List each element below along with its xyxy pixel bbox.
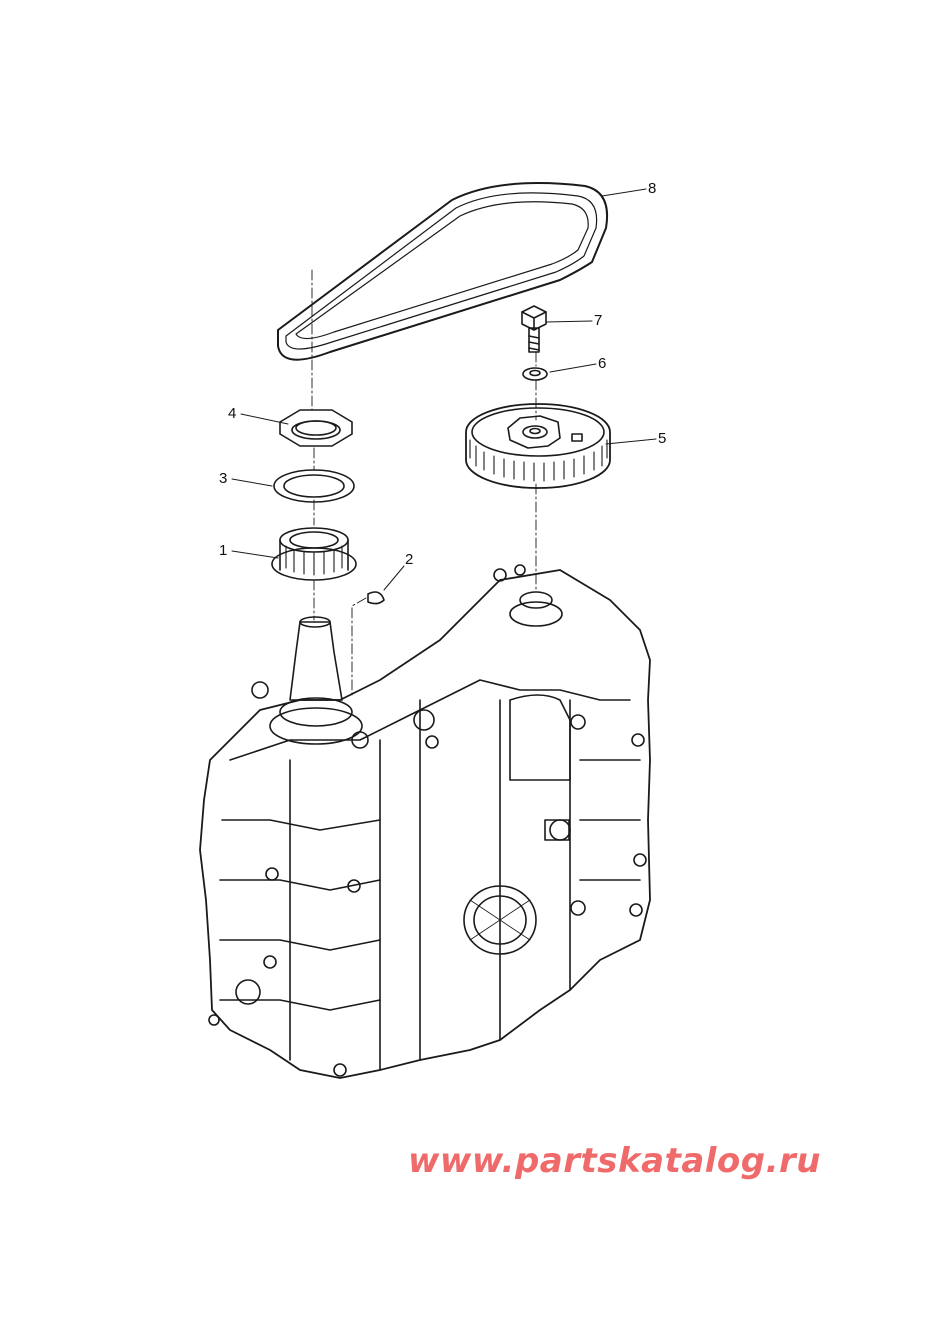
callout-5[interactable]: 5 bbox=[658, 430, 667, 447]
center-lines bbox=[311, 269, 537, 697]
crank-pulley bbox=[271, 527, 357, 581]
bolt bbox=[521, 305, 547, 353]
callout-4[interactable]: 4 bbox=[228, 405, 237, 422]
callout-1[interactable]: 1 bbox=[219, 542, 228, 559]
callout-6[interactable]: 6 bbox=[598, 355, 607, 372]
callout-3[interactable]: 3 bbox=[219, 470, 228, 487]
engine-block bbox=[199, 564, 651, 1079]
cam-pulley bbox=[465, 403, 611, 489]
watermark-text: www.partskatalog.ru bbox=[408, 1141, 822, 1181]
leader-lines bbox=[231, 188, 657, 591]
spacer-ring bbox=[273, 469, 355, 503]
woodruff-key bbox=[367, 591, 385, 605]
nut bbox=[279, 409, 353, 447]
washer bbox=[522, 367, 548, 381]
callout-8[interactable]: 8 bbox=[648, 180, 657, 197]
callout-7[interactable]: 7 bbox=[594, 312, 603, 329]
timing-belt bbox=[277, 182, 608, 361]
callout-2[interactable]: 2 bbox=[405, 551, 414, 568]
